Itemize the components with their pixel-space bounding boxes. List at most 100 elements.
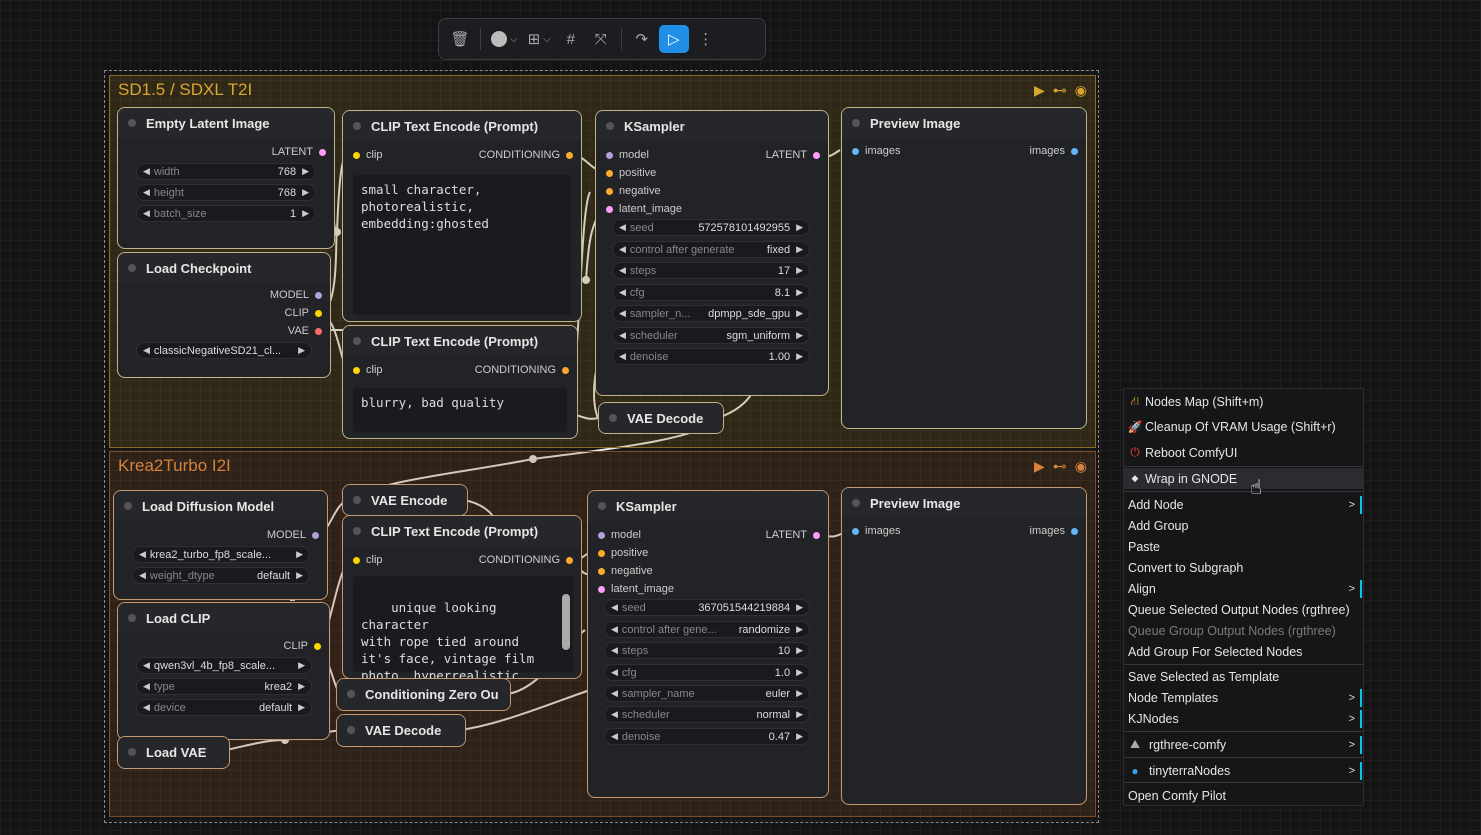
eye-icon[interactable]: ◉ — [1074, 458, 1087, 474]
node-clip-text-encode-i2i[interactable]: CLIP Text Encode (Prompt) clip CONDITION… — [342, 515, 582, 679]
output-latent[interactable]: LATENT — [766, 529, 820, 541]
input-negative[interactable]: negative — [606, 185, 661, 197]
menu-item-align[interactable]: Align> — [1124, 578, 1363, 599]
redo-icon[interactable]: ↷ — [635, 31, 649, 48]
input-clip[interactable]: clip — [353, 364, 383, 376]
prompt-textarea[interactable]: blurry, bad quality — [353, 388, 567, 432]
node-preview-image-2[interactable]: Preview Image images images — [841, 487, 1087, 805]
node-vae-decode-2[interactable]: VAE Decode — [336, 714, 466, 747]
play-icon[interactable]: ▶ — [1034, 458, 1045, 474]
node-load-clip[interactable]: Load CLIP CLIP ◀qwen3vl_4b_fp8_scale...▶… — [117, 602, 330, 740]
scroll-thumb[interactable] — [562, 594, 570, 650]
collapse-dot[interactable] — [852, 119, 860, 127]
output-vae[interactable]: VAE — [288, 325, 322, 337]
output-latent[interactable]: LATENT — [272, 146, 326, 158]
menu-item-node-templates[interactable]: Node Templates> — [1124, 687, 1363, 708]
menu-item-wrap-gnode[interactable]: ◆Wrap in GNODE — [1124, 468, 1363, 489]
collapse-dot[interactable] — [353, 122, 361, 130]
eye-icon[interactable]: ◉ — [1074, 82, 1087, 98]
prompt-textarea[interactable]: small character, photorealistic, embeddi… — [353, 175, 571, 315]
output-model[interactable]: MODEL — [267, 529, 319, 541]
input-positive[interactable]: positive — [598, 547, 648, 559]
node-ksampler-2[interactable]: KSampler model LATENT positive negative … — [587, 490, 829, 798]
node-preview-image-1[interactable]: Preview Image images images — [841, 107, 1087, 429]
menu-item-paste[interactable]: Paste — [1128, 539, 1160, 554]
collapse-dot[interactable] — [128, 264, 136, 272]
node-ksampler-1[interactable]: KSampler model LATENT positive negative … — [595, 110, 829, 396]
input-model[interactable]: model — [598, 529, 641, 541]
collapse-dot[interactable] — [353, 527, 361, 535]
output-conditioning[interactable]: CONDITIONING — [475, 364, 569, 376]
input-clip[interactable]: clip — [353, 554, 383, 566]
collapse-dot[interactable] — [609, 414, 617, 422]
menu-item-reboot[interactable]: ⏻Reboot ComfyUI — [1124, 442, 1363, 463]
input-model[interactable]: model — [606, 149, 649, 161]
collapse-dot[interactable] — [353, 337, 361, 345]
menu-item-add-group[interactable]: Add Group — [1128, 518, 1189, 533]
run-button[interactable]: ▷ — [658, 25, 689, 53]
collapse-dot[interactable] — [128, 119, 136, 127]
node-load-vae[interactable]: Load VAE — [117, 736, 230, 769]
more-options-icon[interactable]: ⋮ — [698, 31, 714, 48]
input-negative[interactable]: negative — [598, 565, 653, 577]
output-model[interactable]: MODEL — [270, 289, 322, 301]
node-load-checkpoint[interactable]: Load Checkpoint MODEL CLIP VAE ◀classicN… — [117, 252, 331, 378]
node-vae-encode[interactable]: VAE Encode — [342, 484, 468, 516]
collapse-dot[interactable] — [606, 122, 614, 130]
bypass-icon[interactable]: ⊷ — [1052, 458, 1067, 474]
menu-item-rgthree[interactable]: ⛰rgthree-comfy> — [1124, 734, 1363, 755]
collapse-dot[interactable] — [347, 726, 355, 734]
menu-item-tinyterra[interactable]: ●tinyterraNodes> — [1124, 760, 1363, 781]
collapse-dot[interactable] — [353, 496, 361, 504]
diffusion-model-select[interactable]: ◀krea2_turbo_fp8_scale...▶ — [132, 546, 310, 563]
menu-item-cleanup-vram[interactable]: 🚀Cleanup Of VRAM Usage (Shift+r) — [1127, 419, 1336, 434]
collapse-dot[interactable] — [852, 499, 860, 507]
checkpoint-select[interactable]: ◀classicNegativeSD21_cl...▶ — [136, 342, 312, 359]
collapse-dot[interactable] — [598, 502, 606, 510]
bypass-icon[interactable]: ⊷ — [1052, 82, 1067, 98]
textarea-scrollbar[interactable] — [562, 580, 570, 668]
menu-item-add-node[interactable]: Add Node> — [1124, 494, 1363, 515]
output-conditioning[interactable]: CONDITIONING — [479, 554, 573, 566]
input-images[interactable]: images — [852, 525, 900, 537]
menu-item-add-group-selected[interactable]: Add Group For Selected Nodes — [1128, 644, 1303, 659]
input-positive[interactable]: positive — [606, 167, 656, 179]
collapse-dot[interactable] — [347, 690, 355, 698]
input-latent-image[interactable]: latent_image — [606, 203, 682, 215]
clip-model-select[interactable]: ◀qwen3vl_4b_fp8_scale...▶ — [136, 657, 312, 674]
node-conditioning-zero-out[interactable]: Conditioning Zero Ou — [336, 678, 511, 711]
menu-item-comfy-pilot[interactable]: Open Comfy Pilot — [1128, 788, 1226, 803]
control-after-generate-widget[interactable]: ◀control after gene...randomize▶ — [604, 621, 810, 638]
output-latent[interactable]: LATENT — [766, 149, 820, 161]
menu-item-kjnodes[interactable]: KJNodes> — [1124, 708, 1363, 729]
output-conditioning[interactable]: CONDITIONING — [479, 149, 573, 161]
node-load-diffusion-model[interactable]: Load Diffusion Model MODEL ◀krea2_turbo_… — [113, 490, 328, 600]
input-latent-image[interactable]: latent_image — [598, 583, 674, 595]
input-images[interactable]: images — [852, 145, 900, 157]
input-clip[interactable]: clip — [353, 149, 383, 161]
prompt-textarea[interactable]: unique looking character with rope tied … — [353, 576, 573, 678]
menu-item-queue-selected[interactable]: Queue Selected Output Nodes (rgthree) — [1128, 602, 1350, 617]
collapse-dot[interactable] — [128, 748, 136, 756]
collapse-icon[interactable]: ⤧ — [594, 30, 607, 48]
layout-button[interactable]: ⊞⌵ — [525, 25, 554, 53]
menu-item-save-template[interactable]: Save Selected as Template — [1128, 669, 1280, 684]
collapse-dot[interactable] — [124, 502, 132, 510]
color-picker-button[interactable]: ⌵ — [488, 25, 521, 53]
output-clip[interactable]: CLIP — [284, 640, 321, 652]
